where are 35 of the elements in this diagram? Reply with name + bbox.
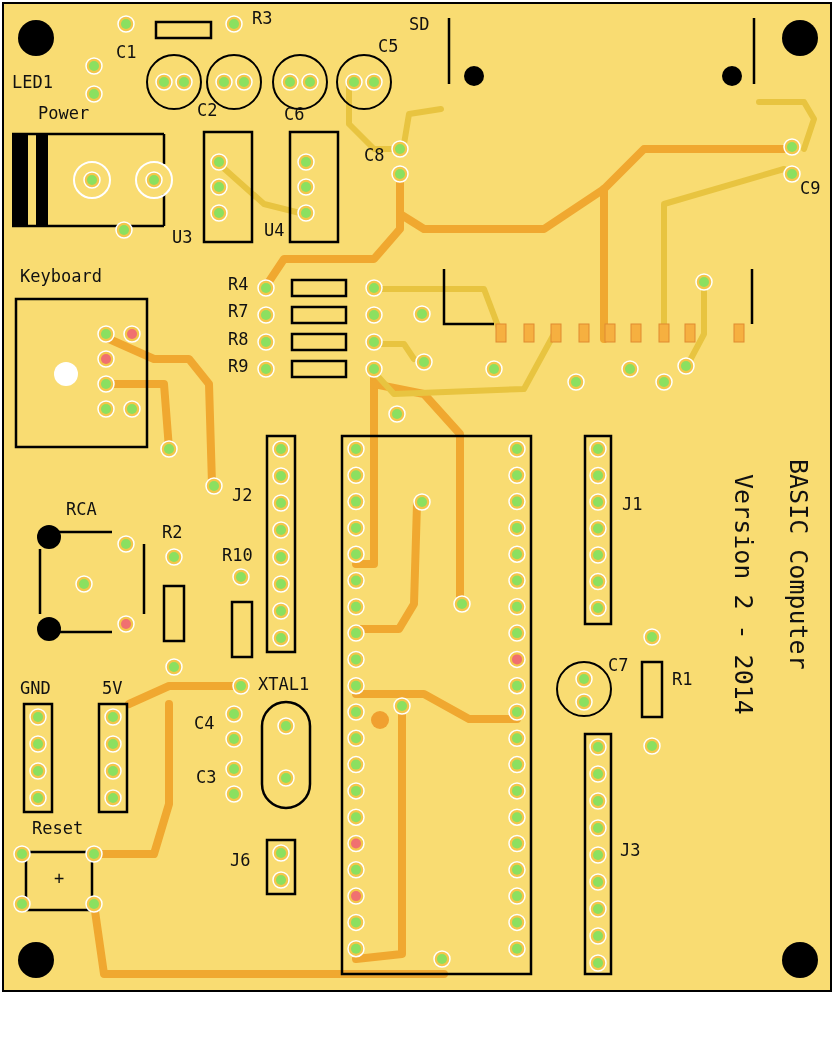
silkscreen-label: + <box>54 870 65 887</box>
silkscreen-label: J1 <box>622 496 643 513</box>
silkscreen-label: C9 <box>800 180 821 197</box>
silkscreen-label: U4 <box>264 222 285 239</box>
silkscreen-label: C8 <box>364 147 385 164</box>
silkscreen-label: RCA <box>66 501 97 518</box>
silkscreen-label: R7 <box>228 303 249 320</box>
silkscreen-label: R4 <box>228 276 249 293</box>
silkscreen-label: J2 <box>232 487 253 504</box>
silkscreen-label: R10 <box>222 547 253 564</box>
silkscreen-label: J6 <box>230 852 251 869</box>
silkscreen-label: C6 <box>284 106 305 123</box>
board-title: BASIC Computer <box>786 459 811 670</box>
silkscreen-label: R1 <box>672 671 693 688</box>
silkscreen-label: C5 <box>378 38 399 55</box>
silkscreen-label: C4 <box>194 715 215 732</box>
silkscreen-label: C7 <box>608 657 629 674</box>
silkscreen-label: R2 <box>162 524 183 541</box>
board-title: Version 2 - 2014 <box>731 474 756 715</box>
silkscreen-label: U3 <box>172 229 193 246</box>
silkscreen-label: R8 <box>228 331 249 348</box>
silkscreen-label: R3 <box>252 10 273 27</box>
silkscreen-label: Reset <box>32 820 84 837</box>
silkscreen-label: XTAL1 <box>258 676 310 693</box>
silkscreen-label: C2 <box>197 102 218 119</box>
silkscreen-label: C3 <box>196 769 217 786</box>
silkscreen-label: Keyboard <box>20 268 102 285</box>
silkscreen-label: R9 <box>228 358 249 375</box>
silkscreen-label: J3 <box>620 842 641 859</box>
silkscreen-label: GND <box>20 680 51 697</box>
silkscreen-label: SD <box>409 16 430 33</box>
silkscreen-label: Power <box>38 105 90 122</box>
silkscreen-label: 5V <box>102 680 123 697</box>
silkscreen-label: LED1 <box>12 74 53 91</box>
silkscreen-label: C1 <box>116 44 137 61</box>
